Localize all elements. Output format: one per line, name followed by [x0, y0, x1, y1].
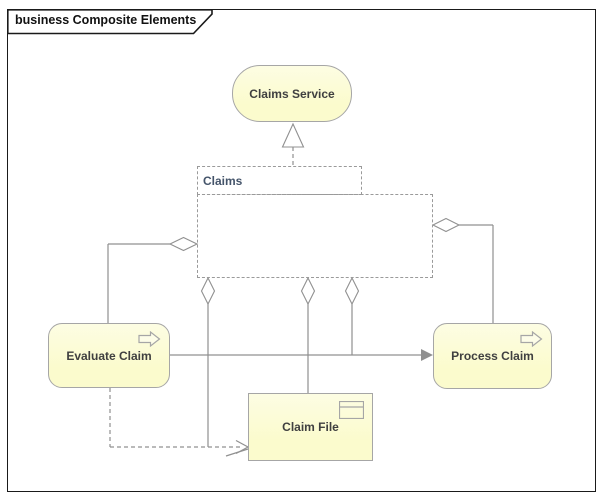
realization-connector[interactable] [281, 122, 305, 166]
diagram-title-tab: business Composite Elements [7, 9, 213, 35]
aggregation-claim-file-connector[interactable] [300, 276, 316, 393]
node-evaluate-claim[interactable]: Evaluate Claim [48, 323, 170, 388]
node-claims-group[interactable]: Claims [197, 166, 362, 195]
business-process-arrow-icon [138, 330, 161, 350]
access-connector[interactable] [109, 388, 250, 457]
aggregation-flow-connector[interactable] [344, 276, 360, 355]
claim-file-label: Claim File [282, 420, 339, 434]
business-object-icon [338, 400, 365, 422]
node-process-claim[interactable]: Process Claim [433, 323, 552, 389]
node-claims-service[interactable]: Claims Service [232, 65, 352, 122]
claims-group-body[interactable] [197, 194, 433, 278]
claims-group-label: Claims [203, 173, 243, 188]
claims-service-label: Claims Service [249, 86, 335, 101]
flow-connector[interactable] [170, 349, 433, 361]
evaluate-claim-label: Evaluate Claim [66, 348, 152, 363]
business-process-arrow-icon [520, 330, 543, 350]
title-tab-shape [7, 9, 213, 35]
aggregation-evaluate-connector[interactable] [107, 236, 199, 324]
process-claim-label: Process Claim [451, 349, 534, 363]
aggregation-process-connector[interactable] [431, 217, 494, 324]
aggregation-bottom-left-connector[interactable] [200, 276, 216, 447]
node-claim-file[interactable]: Claim File [248, 393, 373, 461]
diagram-title: business Composite Elements [15, 13, 197, 27]
